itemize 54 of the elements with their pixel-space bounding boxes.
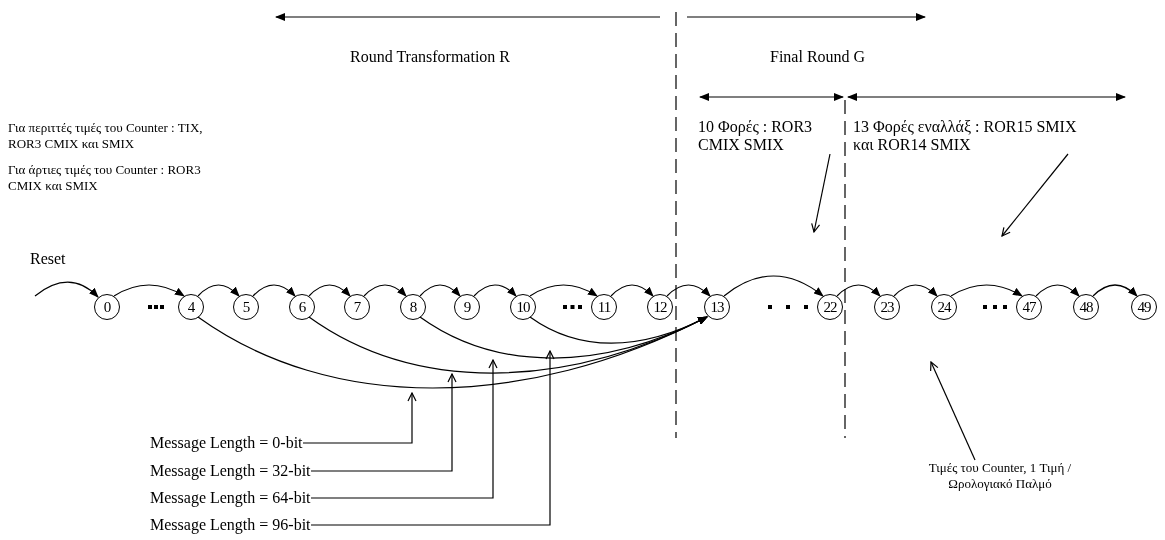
arrow [893,284,938,297]
note-text: Για άρτιες τιμές του Counter : ROR3 CMIX και SMIX [8,162,202,194]
note-text: Για περιττές τιμές του Counter : TIX, ROR3 CMIX και SMIX [8,120,204,152]
arrow [723,275,824,297]
arrow [197,284,240,297]
arrow [529,284,598,297]
note-text: Τιμές του Counter, 1 Τιμή / Ωρολογιακό Παλμό [900,460,1100,492]
state-circle: 23 [874,294,900,320]
leader-line [310,359,498,499]
arrow [34,281,99,298]
input-label: Message Length = 96-bit [150,516,311,534]
arrow [610,284,654,297]
state-circle: 49 [1131,294,1157,320]
input-label: Message Length = 64-bit [150,489,311,507]
input-label: Message Length = 32-bit [150,462,311,480]
state-circle: 7 [344,294,370,320]
leader-line [310,373,457,472]
state-circle: 8 [400,294,426,320]
arrow [363,284,407,297]
state-circle: 0 [94,294,120,320]
state-circle: 6 [289,294,315,320]
arrow [473,284,517,297]
arrow [1035,284,1080,297]
leader-line [1001,153,1069,237]
input-label: Message Length = 0-bit [150,434,303,452]
state-circle: 24 [931,294,957,320]
leader-line [310,350,555,526]
state-circle: 11 [591,294,617,320]
arrow [950,284,1023,297]
state-circle: 48 [1073,294,1099,320]
leader-line [302,392,417,444]
state-circle: 5 [233,294,259,320]
annotation-text: 13 Φορές εναλλάξ : ROR15 SMIX και ROR14 SMIX [853,118,1083,154]
arrow [419,284,461,297]
arrow [836,284,881,297]
arrow [529,316,708,344]
annotation-text: 10 Φορές : ROR3 CMIX SMIX [698,118,814,154]
arrow [666,284,711,297]
section-heading: Round Transformation R [350,48,510,66]
state-circle: 22 [817,294,843,320]
state-circle: 47 [1016,294,1042,320]
start-label: Reset [30,250,66,268]
arrow [1092,284,1138,297]
section-heading: Final Round G [770,48,866,66]
leader-line [930,361,976,461]
arrow [113,284,185,297]
state-circle: 10 [510,294,536,320]
state-circle: 9 [454,294,480,320]
arrow [308,284,351,297]
state-circle: 4 [178,294,204,320]
leader-line [811,153,831,233]
state-circle: 12 [647,294,673,320]
state-circle: 13 [704,294,730,320]
arrow [252,284,296,297]
